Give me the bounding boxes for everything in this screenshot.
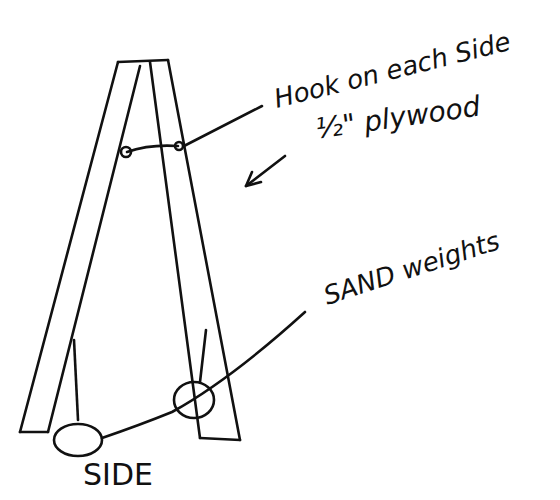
- left-leg-inner: [48, 66, 140, 432]
- leader-line: [102, 312, 305, 438]
- weight-string: [74, 340, 78, 420]
- right-leg-foot: [200, 438, 240, 440]
- left-leg-outer: [20, 62, 118, 432]
- arrow-head: [246, 172, 261, 186]
- right-leg-outer: [168, 60, 240, 440]
- hook: [175, 142, 183, 150]
- leader-arrow: [246, 156, 285, 186]
- material-label: ½" plywood: [314, 91, 483, 145]
- callout-label: SAND weights: [320, 226, 503, 310]
- hook: [121, 147, 131, 157]
- view-label: SIDE: [83, 458, 153, 491]
- weight-string: [200, 330, 206, 382]
- crossbar: [127, 146, 178, 152]
- leader-line: [184, 106, 262, 146]
- sand-weight: [54, 424, 102, 456]
- apex: [118, 60, 168, 62]
- left-leg-foot: [20, 431, 48, 434]
